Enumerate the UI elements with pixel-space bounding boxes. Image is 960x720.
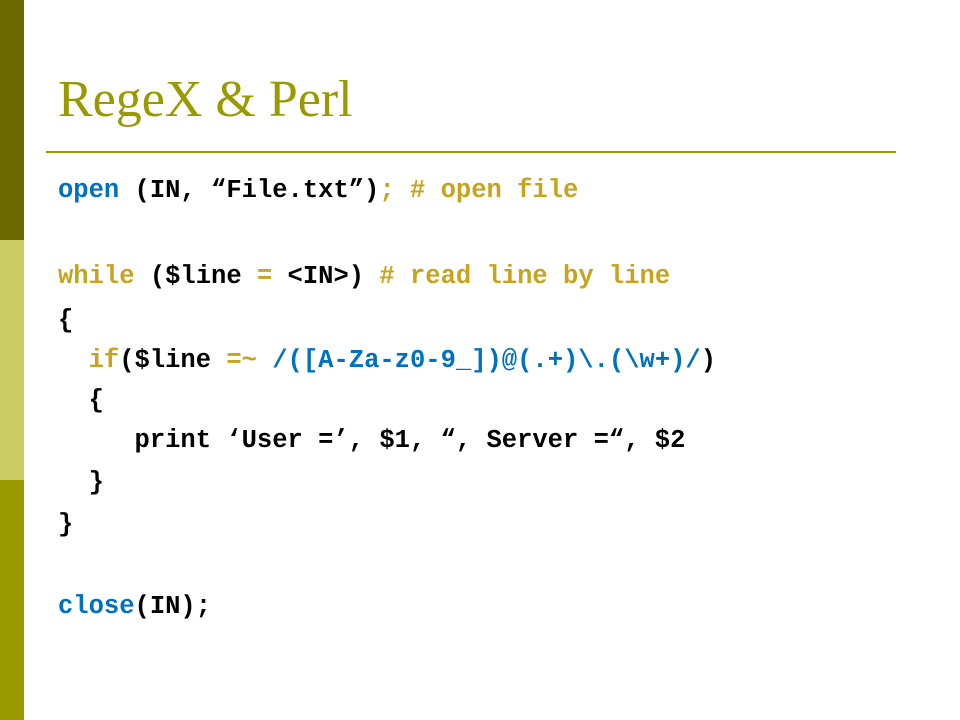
accent-bar-bottom — [0, 480, 24, 720]
title-divider — [46, 151, 896, 153]
keyword-open: open — [58, 176, 120, 205]
file-handle: <IN>) — [272, 262, 365, 291]
accent-bar-middle — [0, 240, 24, 480]
open-semicolon: ; — [379, 176, 395, 205]
close-args: (IN) — [134, 592, 196, 621]
code-line-close: close(IN); — [58, 594, 211, 620]
if-close-paren: ) — [700, 346, 717, 375]
if-condition: ($line — [119, 346, 227, 375]
assign-operator: = — [256, 262, 273, 291]
code-line-while: while ($line = <IN>) # read line by line — [58, 264, 670, 290]
if-indent — [58, 346, 89, 375]
while-comment: # read line by line — [364, 262, 671, 291]
slide-title: RegeX & Perl — [58, 71, 353, 128]
code-line-open: open (IN, “File.txt”); # open file — [58, 178, 578, 204]
match-operator: =~ — [226, 346, 257, 375]
while-condition: ($line — [134, 262, 257, 291]
accent-bar-top — [0, 0, 24, 240]
code-line-close-brace: } — [58, 510, 74, 539]
keyword-close: close — [58, 592, 135, 621]
code-line-print: print ‘User =’, $1, “, Server =“, $2 — [58, 426, 686, 455]
open-args: (IN, “File.txt”) — [119, 176, 380, 205]
open-comment: # open file — [394, 176, 579, 205]
code-line-inner-close-brace: } — [58, 468, 104, 497]
code-line-if: if($line =~ /([A-Za-z0-9_])@(.+)\.(\w+)/… — [58, 348, 716, 374]
close-semicolon: ; — [195, 592, 212, 621]
keyword-if: if — [88, 346, 120, 375]
regex-pattern: /([A-Za-z0-9_])@(.+)\.(\w+)/ — [256, 346, 701, 375]
keyword-while: while — [58, 262, 135, 291]
code-line-inner-open-brace: { — [58, 386, 104, 415]
code-line-open-brace: { — [58, 306, 74, 335]
